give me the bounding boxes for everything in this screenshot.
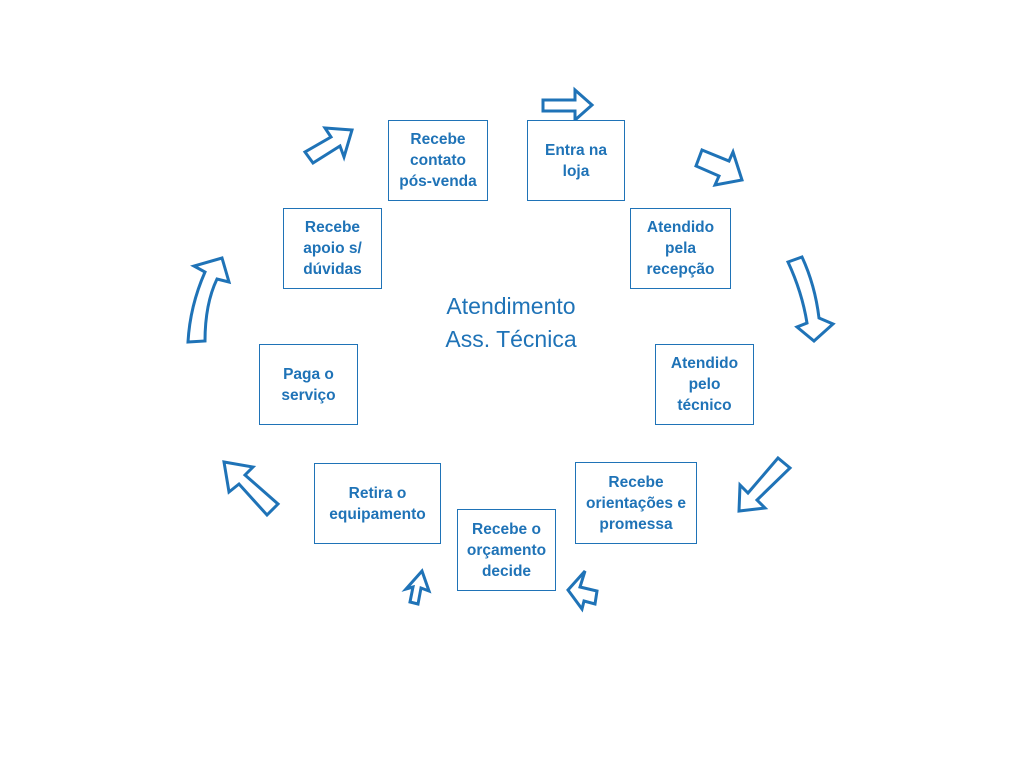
arrow-up-left-icon [222, 460, 281, 518]
step-recebe-orientacoes: Recebe orientações e promessa [575, 462, 697, 544]
arrow-up-right-icon [302, 126, 354, 166]
arrow-left-small-icon [566, 569, 599, 613]
arrow-down-right-icon [694, 147, 744, 187]
step-atendido-recepcao: Atendido pela recepção [630, 208, 731, 289]
step-atendido-tecnico: Atendido pelo técnico [655, 344, 754, 425]
diagram-center-title: Atendimento Ass. Técnica [445, 293, 577, 352]
step-recebe-apoio: Recebe apoio s/ dúvidas [283, 208, 382, 289]
step-recebe-orcamento: Recebe o orçamento decide [457, 509, 556, 591]
step-retira-equipamento: Retira o equipamento [314, 463, 441, 544]
arrow-up-small-icon [401, 568, 432, 606]
arrow-down-left-icon [737, 455, 793, 513]
arrow-down-icon [785, 255, 836, 343]
step-paga-servico: Paga o serviço [259, 344, 358, 425]
arrow-right-icon [541, 86, 595, 124]
step-recebe-contato: Recebe contato pós-venda [388, 120, 488, 201]
step-entra-na-loja: Entra na loja [527, 120, 625, 201]
arrow-up-icon [186, 256, 232, 344]
